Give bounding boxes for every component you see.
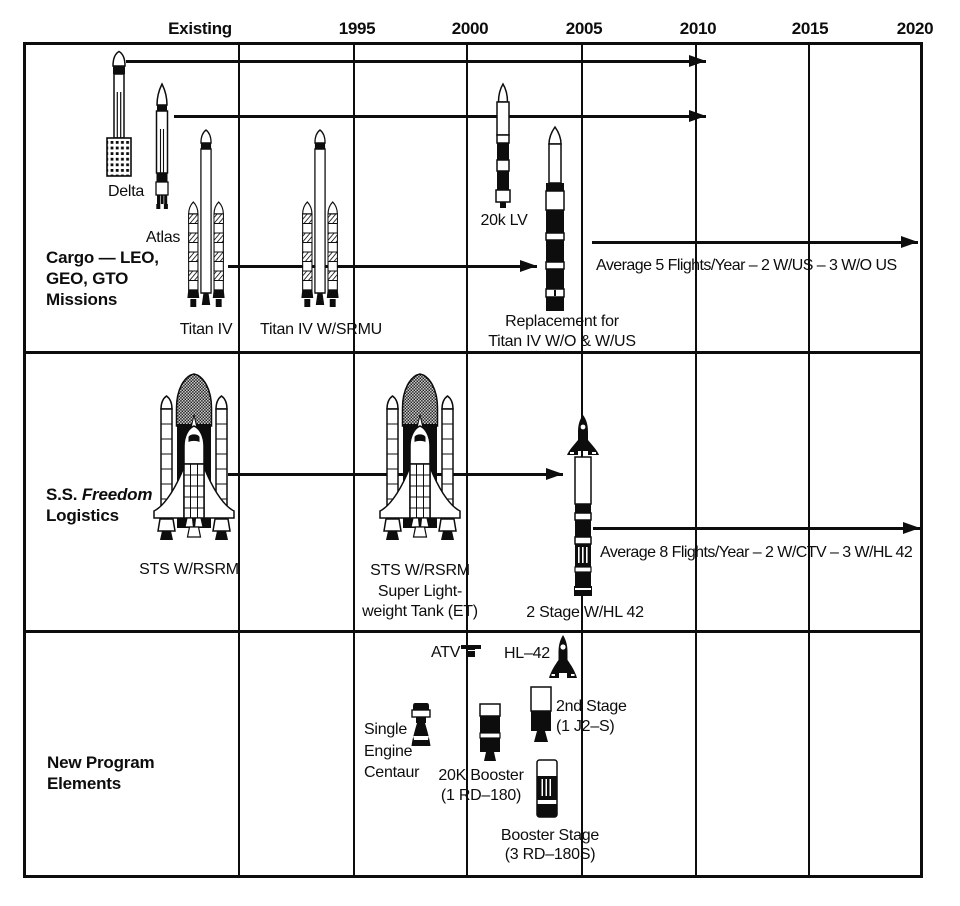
titan4-label: Titan IV [179,321,233,338]
atv-label: ATV [431,644,461,661]
second-stage-label: 2nd Stage (1 J2–S) [556,698,627,735]
titan-evolution-arrow [228,264,537,268]
axis-label-1995: 1995 [338,19,376,38]
delta-rocket-icon [106,50,132,177]
replacement-label: Replacement for Titan IV W/O & W/US [488,313,636,350]
centaur-engine-icon [411,703,431,746]
freedom-flights-arrow [593,526,920,530]
atlas-label: Atlas [145,229,181,246]
gridline-1995 [353,42,355,878]
second-stage-icon [530,686,552,742]
gridline-existing [238,42,240,878]
sts-slwt-shuttle-icon [379,373,461,540]
delta-label: Delta [107,183,145,200]
replacement-rocket-icon [545,125,565,311]
lv20k-label: 20k LV [480,212,528,229]
hl42-icon [549,635,577,678]
titan4-srmu-rocket-icon [301,129,339,307]
atlas-rocket-icon [155,82,169,209]
booster-stage-label: Booster Stage (3 RD–180S) [500,827,600,863]
axis-label-2010: 2010 [679,19,717,38]
booster-stage-icon [536,759,558,818]
cargo-row-label: Cargo — LEO, GEO, GTO Missions [46,248,159,309]
new-program-row-label: New Program Elements [47,753,155,793]
sts-label: STS W/RSRM [139,561,239,578]
atv-icon [461,645,481,657]
two-stage-label: 2 Stage W/HL 42 [526,604,644,621]
axis-label-2015: 2015 [791,19,829,38]
centaur-label: Single Engine Centaur [364,721,420,781]
freedom-row-label: S.S. Freedom Logistics [46,485,153,525]
sts-rsrm-shuttle-icon [153,373,235,540]
axis-label-2005: 2005 [565,19,603,38]
axis-label-existing: Existing [168,19,232,38]
lv20k-rocket-icon [495,82,511,208]
gridline-2000 [466,42,468,878]
row-divider-2 [23,630,923,633]
booster-20k-icon [479,703,501,761]
atlas-timeline-arrow [174,114,706,118]
axis-label-2000: 2000 [451,19,489,38]
cargo-flights-arrow [592,240,918,244]
chart-border [23,42,923,878]
titan4-srmu-label: Titan IV W/SRMU [260,321,382,338]
two-stage-hl42-icon [567,415,599,596]
sts-slwt-label: STS W/RSRM Super Light- weight Tank (ET) [362,562,478,620]
cargo-flights-note: Average 5 Flights/Year – 2 W/US – 3 W/O … [596,257,897,274]
gridline-2015 [808,42,810,878]
hl42-label: HL–42 [504,645,550,662]
delta-timeline-arrow [126,59,706,63]
freedom-flights-note: Average 8 Flights/Year – 2 W/CTV – 3 W/H… [600,544,913,561]
axis-label-2020: 2020 [896,19,934,38]
row-divider-1 [23,351,923,354]
booster-20k-label: 20K Booster (1 RD–180) [438,767,524,804]
gridline-2010 [695,42,697,878]
titan4-rocket-icon [187,129,225,307]
